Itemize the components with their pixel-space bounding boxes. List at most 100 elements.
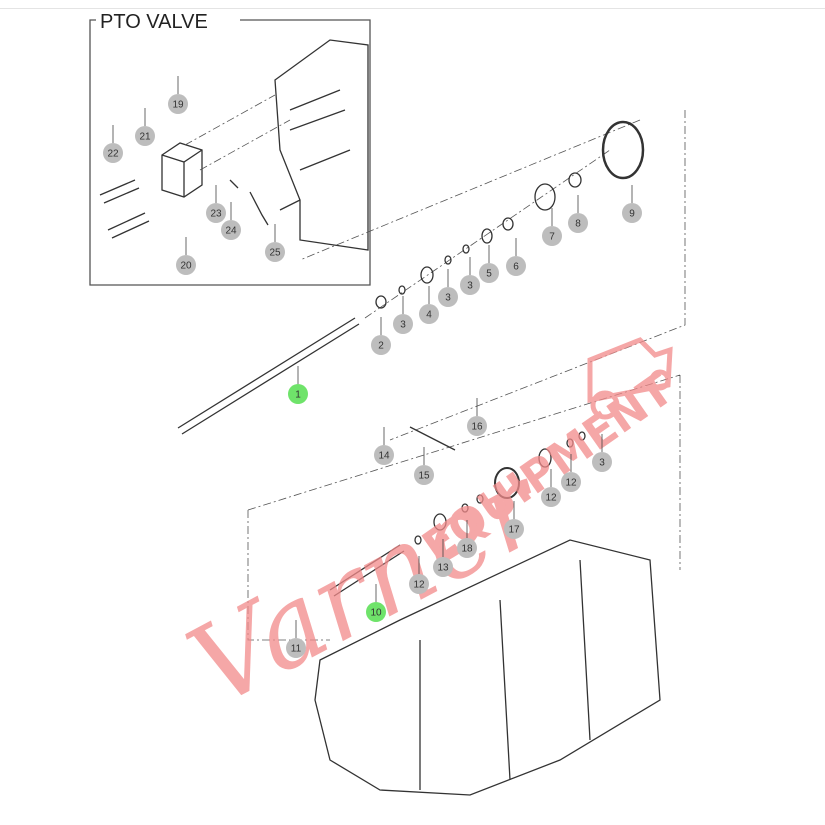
callout-label: 12: [413, 580, 425, 591]
callout-circle: [568, 213, 588, 233]
callout-label: 6: [513, 262, 519, 273]
pto-valve-inset: PTO VALVE: [89, 11, 371, 286]
callout-4[interactable]: 4: [419, 286, 439, 324]
callout-label: 24: [225, 226, 237, 237]
callout-circle: [542, 226, 562, 246]
callout-label: 12: [545, 493, 557, 504]
callout-23[interactable]: 23: [206, 185, 226, 223]
callout-8[interactable]: 8: [568, 195, 588, 233]
callout-label: 11: [291, 644, 302, 655]
callout-22[interactable]: 22: [103, 125, 123, 163]
callout-label: 25: [269, 248, 281, 259]
callout-circle: [371, 335, 391, 355]
callout-25[interactable]: 25: [265, 224, 285, 262]
callout-6[interactable]: 6: [506, 238, 526, 276]
varner-equipment-watermark: Varner EQUIPMENT: [169, 337, 682, 731]
transmission-housing: [314, 539, 661, 796]
callout-12[interactable]: 12: [541, 469, 561, 507]
callout-17[interactable]: 17: [504, 501, 524, 539]
callout-label: 4: [426, 310, 432, 321]
callout-circle: [457, 538, 477, 558]
inset-title: PTO VALVE: [100, 11, 208, 33]
callout-label: 9: [629, 209, 635, 220]
callout-label: 13: [437, 563, 449, 574]
callout-label: 18: [461, 544, 473, 555]
callout-label: 23: [210, 209, 222, 220]
callout-label: 3: [467, 281, 473, 292]
callout-label: 15: [418, 471, 430, 482]
tractor-icon: [587, 337, 673, 404]
callout-circle: [414, 465, 434, 485]
callout-circle: [479, 263, 499, 283]
callout-label: 7: [549, 232, 555, 243]
callout-circle: [504, 519, 524, 539]
callout-group: 1921222324202598765334321161415312121718…: [103, 76, 642, 658]
callout-circle: [433, 557, 453, 577]
callout-circle: [168, 94, 188, 114]
callout-2[interactable]: 2: [371, 317, 391, 355]
valve-block: [161, 142, 203, 198]
callout-12[interactable]: 12: [409, 556, 429, 594]
callout-label: 8: [575, 219, 581, 230]
callout-circle: [135, 126, 155, 146]
callout-label: 5: [486, 269, 492, 280]
callout-circle: [506, 256, 526, 276]
callout-16[interactable]: 16: [467, 398, 487, 436]
callout-label: 3: [445, 293, 451, 304]
callout-circle: [393, 314, 413, 334]
callout-5[interactable]: 5: [479, 245, 499, 283]
callout-label: 22: [107, 149, 119, 160]
callout-24[interactable]: 24: [221, 202, 241, 240]
pto-shaft: [177, 317, 360, 435]
callout-3[interactable]: 3: [592, 434, 612, 472]
callout-13[interactable]: 13: [433, 539, 453, 577]
callout-label: 21: [139, 132, 151, 143]
callout-circle: [221, 220, 241, 240]
callout-3[interactable]: 3: [393, 296, 413, 334]
callout-label: 17: [508, 525, 520, 536]
callout-circle: [541, 487, 561, 507]
callout-3[interactable]: 3: [460, 257, 480, 295]
callout-18[interactable]: 18: [457, 520, 477, 558]
callout-label: 3: [599, 458, 605, 469]
callout-3[interactable]: 3: [438, 269, 458, 307]
callout-label: 1: [295, 390, 301, 401]
callout-circle: [409, 574, 429, 594]
callout-19[interactable]: 19: [168, 76, 188, 114]
callout-15[interactable]: 15: [414, 447, 434, 485]
pto-input-shaft: [329, 544, 405, 597]
callout-label: 14: [378, 451, 390, 462]
callout-label: 16: [471, 422, 483, 433]
callout-7[interactable]: 7: [542, 208, 562, 246]
upper-assembly-outline: [299, 110, 686, 441]
lower-bearings: [409, 426, 586, 545]
callout-label: 20: [180, 261, 192, 272]
lower-assembly-outline: [247, 374, 681, 641]
callout-10[interactable]: 10: [366, 584, 386, 622]
callout-circle: [366, 602, 386, 622]
valve-fittings: [229, 179, 301, 226]
callout-label: 3: [400, 320, 406, 331]
callout-circle: [438, 287, 458, 307]
callout-circle: [286, 638, 306, 658]
callout-12[interactable]: 12: [561, 454, 581, 492]
callout-14[interactable]: 14: [374, 427, 394, 465]
callout-circle: [561, 472, 581, 492]
callout-circle: [176, 255, 196, 275]
callout-9[interactable]: 9: [622, 185, 642, 223]
upper-bearings: [375, 120, 645, 309]
callout-circle: [419, 304, 439, 324]
top-divider: [0, 8, 825, 9]
callout-1[interactable]: 1: [288, 366, 308, 404]
callout-circle: [265, 242, 285, 262]
callout-20[interactable]: 20: [176, 237, 196, 275]
callout-circle: [622, 203, 642, 223]
callout-label: 12: [565, 478, 577, 489]
callout-label: 19: [172, 100, 184, 111]
housing-cover: [274, 39, 369, 251]
callout-11[interactable]: 11: [286, 620, 306, 658]
callout-21[interactable]: 21: [135, 108, 155, 146]
callout-circle: [103, 143, 123, 163]
